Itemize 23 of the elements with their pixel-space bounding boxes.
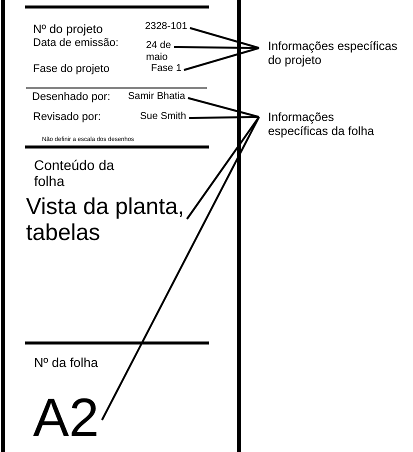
leader-line [174,46,260,49]
callout-label: Informações específicas do projeto [268,40,399,68]
leader-line [190,27,260,49]
leader-line [188,116,260,119]
leader-line [184,47,260,71]
issue-date: 24 de maio [146,40,173,63]
section-heading: Nº da folha [34,356,100,371]
callout-label: Informações específicas da folha [268,111,376,139]
field-label: Nº do projeto [33,23,104,37]
project-number: 2328-101 [145,21,189,32]
phase-value: Fase 1 [151,63,183,74]
field-label: Data de emissão: [33,37,120,50]
leader-line [186,116,260,220]
field-label: Fase do projeto [33,63,110,76]
sheet-content-text: Vista da planta, tabelas [26,193,186,246]
leader-line [101,116,260,420]
field-label: Desenhado por: [32,91,112,104]
sheet-number: A2 [33,391,101,445]
drawn-by-name: Samir Bhatia [128,91,187,102]
leader-line [188,97,260,118]
section-heading: Conteúdo da folha [34,157,116,190]
reviewed-by-name: Sue Smith [140,111,188,122]
field-label: Revisado por: [33,111,102,124]
